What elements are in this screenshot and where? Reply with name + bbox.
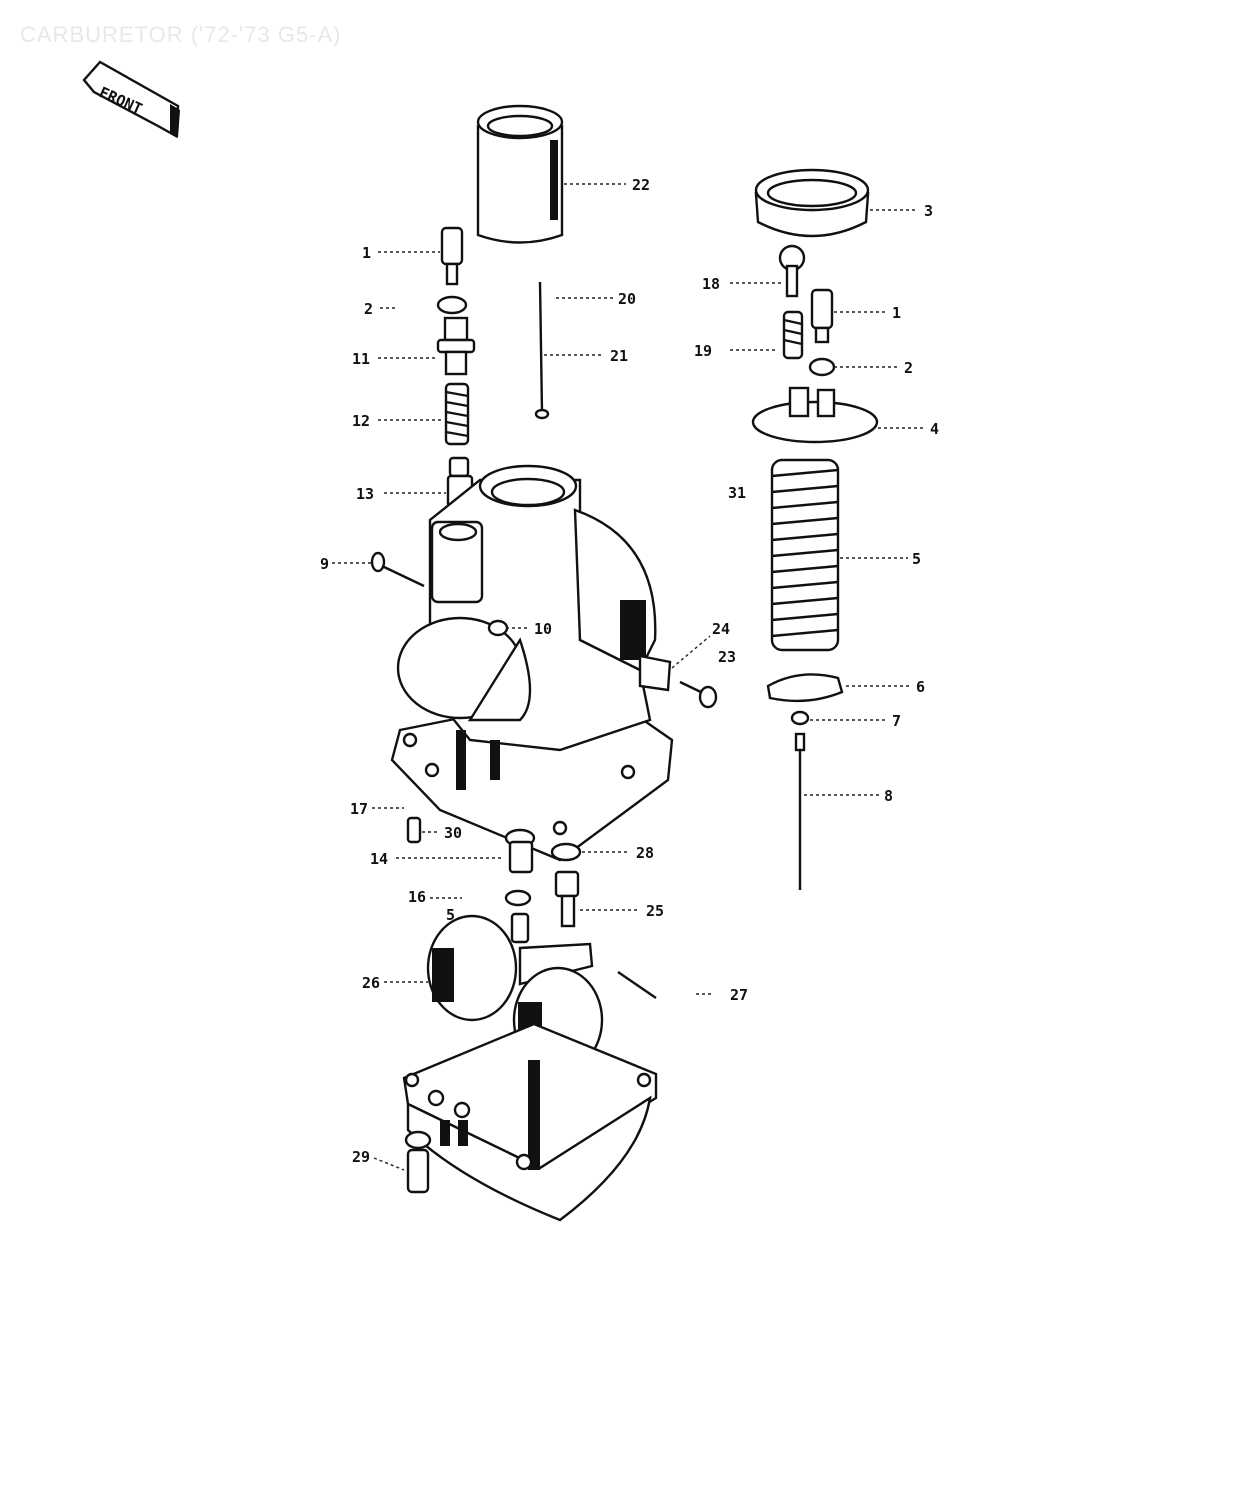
nut-right (808, 357, 836, 377)
spring-small-left (444, 382, 470, 446)
adjuster-screw-right (810, 288, 834, 344)
float-bowl (402, 1022, 658, 1222)
jet-needle-rod (534, 281, 550, 420)
part-label: 23 (718, 648, 736, 666)
part-label: 4 (930, 420, 939, 438)
drain-plug (404, 1130, 432, 1194)
leader-lines (332, 183, 926, 1171)
part-label: 14 (370, 850, 388, 868)
part-label: 22 (632, 176, 650, 194)
nut-left (436, 295, 468, 315)
part-label: 10 (534, 620, 552, 638)
part-label: 24 (712, 620, 730, 638)
throttle-slide (476, 104, 564, 244)
spring-small-right (782, 310, 804, 360)
part-label: 3 (924, 202, 933, 220)
part-label: 19 (694, 342, 712, 360)
part-label: 18 (702, 275, 720, 293)
diagram-title: CARBURETOR ('72-'73 G5-A) (20, 22, 342, 47)
part-label: 12 (352, 412, 370, 430)
part-label: 26 (362, 974, 380, 992)
part-label: 30 (444, 824, 462, 842)
part-label: 1 (892, 304, 901, 322)
part-label: 2 (364, 300, 373, 318)
part-label: 27 (730, 986, 748, 1004)
carburetor-body (390, 464, 674, 862)
part-label: 11 (352, 350, 370, 368)
cable-adjuster (778, 244, 806, 298)
part-label: 17 (350, 800, 368, 818)
float-valve (550, 842, 582, 928)
part-label: 5 (912, 550, 921, 568)
part-label: 13 (356, 485, 374, 503)
part-label: 5 (446, 906, 455, 924)
throttle-stop-bolt (487, 619, 509, 637)
mixing-chamber-cap (754, 168, 870, 238)
part-label: 1 (362, 244, 371, 262)
part-label: 16 (408, 888, 426, 906)
needle-retainer-plate (766, 673, 844, 703)
adjuster-screw-left (440, 226, 464, 286)
needle-clip (790, 710, 810, 726)
jet-needle (794, 732, 806, 890)
front-arrow: FRONT (82, 60, 180, 138)
float-pin (617, 971, 657, 999)
part-label: 9 (320, 555, 329, 573)
part-label: 8 (884, 787, 893, 805)
part-labels: 1 2 11 12 13 9 10 22 20 21 3 18 1 19 2 4… (320, 176, 939, 1166)
needle-jet (504, 828, 536, 874)
part-label: 6 (916, 678, 925, 696)
part-label: 20 (618, 290, 636, 308)
part-label: 28 (636, 844, 654, 862)
pilot-jet (406, 816, 422, 844)
part-label: 2 (904, 359, 913, 377)
part-label: 31 (728, 484, 746, 502)
part-label: 29 (352, 1148, 370, 1166)
pilot-screw-holder (436, 316, 476, 376)
part-label: 25 (646, 902, 664, 920)
top-screw (679, 680, 718, 709)
part-label: 7 (892, 712, 901, 730)
part-label: 21 (610, 347, 628, 365)
throttle-spring (770, 458, 840, 652)
mixing-chamber-top (751, 386, 879, 444)
body-screw (370, 551, 425, 588)
main-jet (504, 889, 532, 944)
float-assembly (426, 914, 604, 1074)
